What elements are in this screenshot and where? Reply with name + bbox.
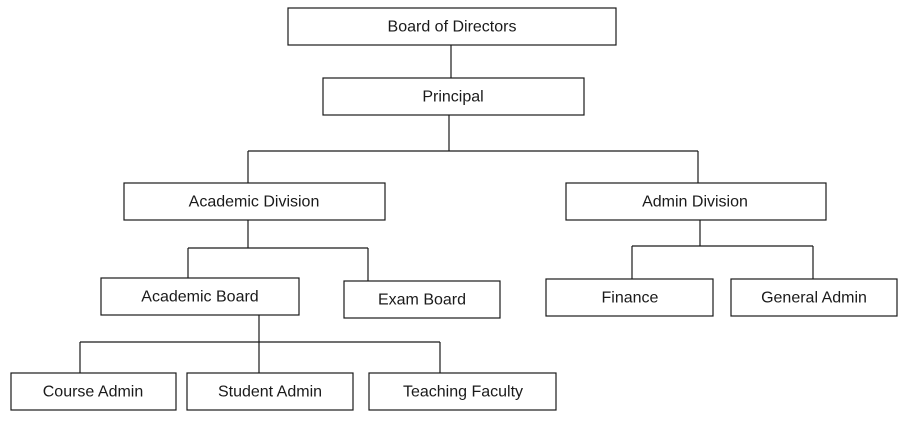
node-exam-board: Exam Board [343, 280, 501, 319]
node-label: General Admin [761, 290, 867, 307]
node-finance: Finance [545, 278, 714, 317]
node-principal: Principal [322, 77, 585, 116]
node-course-admin: Course Admin [10, 372, 177, 411]
connector-principal-divisions [247, 115, 699, 183]
node-label: Teaching Faculty [403, 384, 523, 401]
node-general-admin: General Admin [730, 278, 898, 317]
connector-academic-board-units [79, 315, 441, 373]
node-label: Academic Division [189, 194, 320, 211]
node-academic-board: Academic Board [100, 277, 300, 316]
node-board-of-directors: Board of Directors [287, 7, 617, 46]
node-label: Exam Board [378, 292, 466, 309]
node-label: Academic Board [141, 289, 258, 306]
connectors [79, 45, 814, 373]
node-label: Board of Directors [388, 19, 517, 36]
node-label: Course Admin [43, 384, 144, 401]
connector-academic-division-boards [187, 220, 369, 281]
connector-admin-division-units [631, 220, 814, 279]
node-student-admin: Student Admin [186, 372, 354, 411]
node-admin-division: Admin Division [565, 182, 827, 221]
node-academic-division: Academic Division [123, 182, 386, 221]
node-label: Admin Division [642, 194, 748, 211]
node-label: Principal [422, 89, 483, 106]
node-label: Finance [602, 290, 659, 307]
node-teaching-faculty: Teaching Faculty [368, 372, 557, 411]
node-label: Student Admin [218, 384, 322, 401]
